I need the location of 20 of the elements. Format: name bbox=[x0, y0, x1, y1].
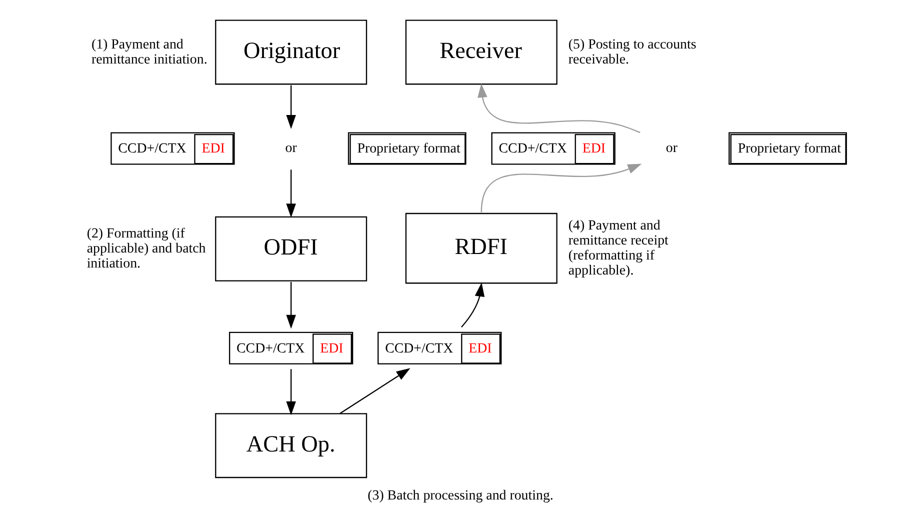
node-label: (4) Payment and remittance receipt (reformatting if applicable). bbox=[568, 218, 668, 279]
arrow bbox=[339, 368, 410, 414]
arrow bbox=[480, 164, 642, 212]
node-box: ODFI bbox=[214, 216, 367, 282]
node-box: ACH Op. bbox=[214, 413, 367, 478]
node-label: (1) Payment and remittance initiation. bbox=[90, 37, 207, 68]
node-text: or bbox=[665, 141, 677, 156]
arrow bbox=[286, 282, 296, 329]
arrow bbox=[286, 170, 296, 218]
node-box: Receiver bbox=[404, 20, 557, 85]
arrow bbox=[286, 369, 296, 416]
node-label: (2) Formatting (if applicable) and batch initiation. bbox=[86, 226, 206, 272]
arrow bbox=[286, 85, 296, 129]
caption: (3) Batch processing and routing. bbox=[367, 488, 553, 504]
arrow bbox=[460, 282, 484, 328]
node-box: Originator bbox=[214, 20, 367, 85]
arrow bbox=[477, 84, 640, 134]
node-text: or bbox=[284, 141, 296, 156]
node-label: (5) Posting to accounts receivable. bbox=[568, 37, 696, 68]
node-box: RDFI bbox=[404, 212, 557, 284]
